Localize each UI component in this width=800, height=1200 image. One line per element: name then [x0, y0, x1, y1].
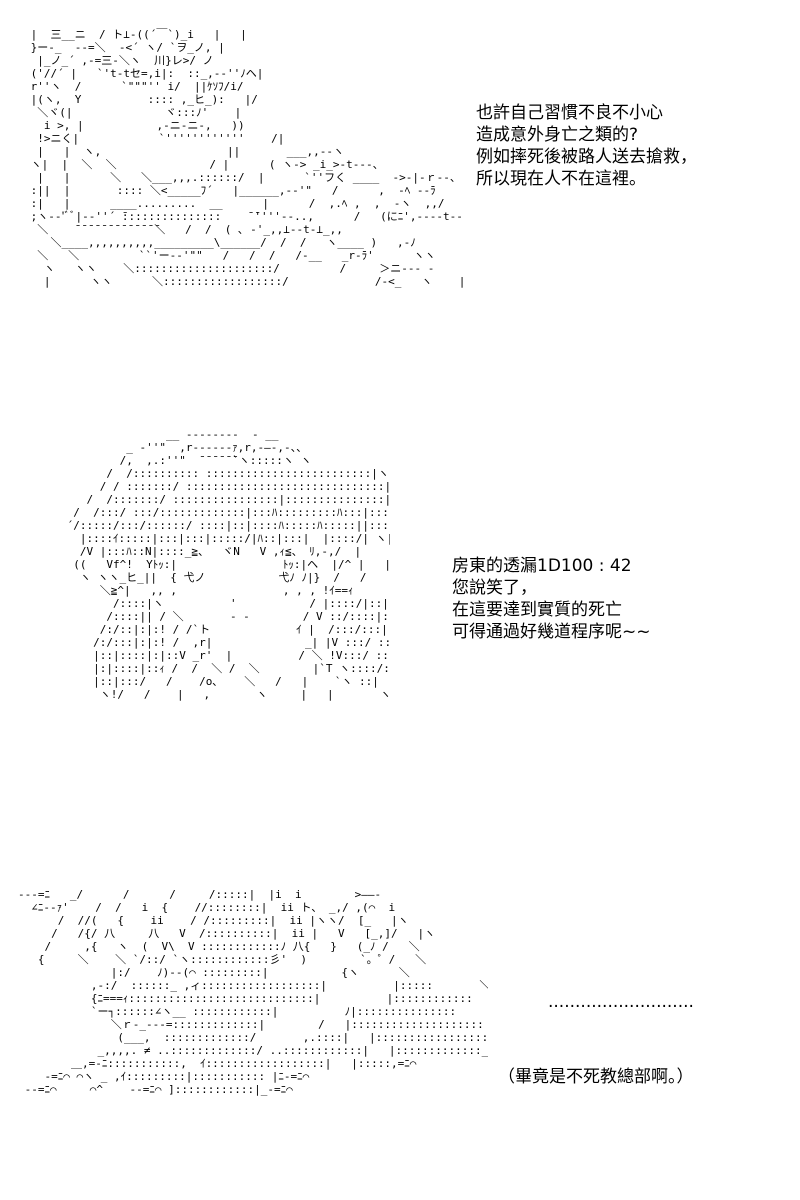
ascii-art-character-bowing: ‐--=ﾆ _/ / / /:::::| |i i >――- ∠ﾆ--ｧ' / …: [18, 888, 488, 1096]
dialogue-line: 也許自己習慣不良不小心: [476, 103, 663, 123]
ascii-art-character-leaning: | 三__ニ / ト⊥-((´￣`)_i | | }ー‐_ ‐-=＼ ‐<´ ヽ…: [30, 28, 464, 288]
dialogue-box-2: 房東的透漏1D100 : 42 您說笑了， 在這要達到實質的死亡 可得通過好幾道…: [452, 555, 772, 643]
dialogue-box-1: 也許自己習慣不良不小心 造成意外身亡之類的? 例如摔死後被路人送去搶救， 所以現…: [476, 102, 776, 190]
manga-panel-2: __ -‐‐‐‐‐‐- - __ _ -''" ,r--‐---ｧ,r,-―-,…: [0, 400, 800, 830]
dialogue-line: 所以現在人不在這裡。: [476, 169, 646, 189]
ellipsis-text: ...........................: [548, 992, 694, 1012]
manga-panel-1: | 三__ニ / ト⊥-((´￣`)_i | | }ー‐_ ‐-=＼ ‐<´ ヽ…: [0, 0, 800, 400]
manga-panel-3: ‐--=ﾆ _/ / / /:::::| |i i >――- ∠ﾆ--ｧ' / …: [0, 830, 800, 1200]
dice-roll-line: 房東的透漏1D100 : 42: [452, 556, 632, 576]
ascii-art-landlord-smiling: __ -‐‐‐‐‐‐- - __ _ -''" ,r--‐---ｧ,r,-―-,…: [66, 428, 390, 701]
dialogue-line: 您說笑了，: [452, 578, 537, 598]
aside-narration: （畢竟是不死教總部啊。）: [498, 1067, 694, 1087]
dialogue-line: 造成意外身亡之類的?: [476, 125, 639, 145]
dialogue-line: 例如摔死後被路人送去搶救，: [476, 147, 697, 167]
dialogue-line: 可得通過好幾道程序呢~~: [452, 622, 651, 642]
dialogue-line: 在這要達到實質的死亡: [452, 600, 622, 620]
